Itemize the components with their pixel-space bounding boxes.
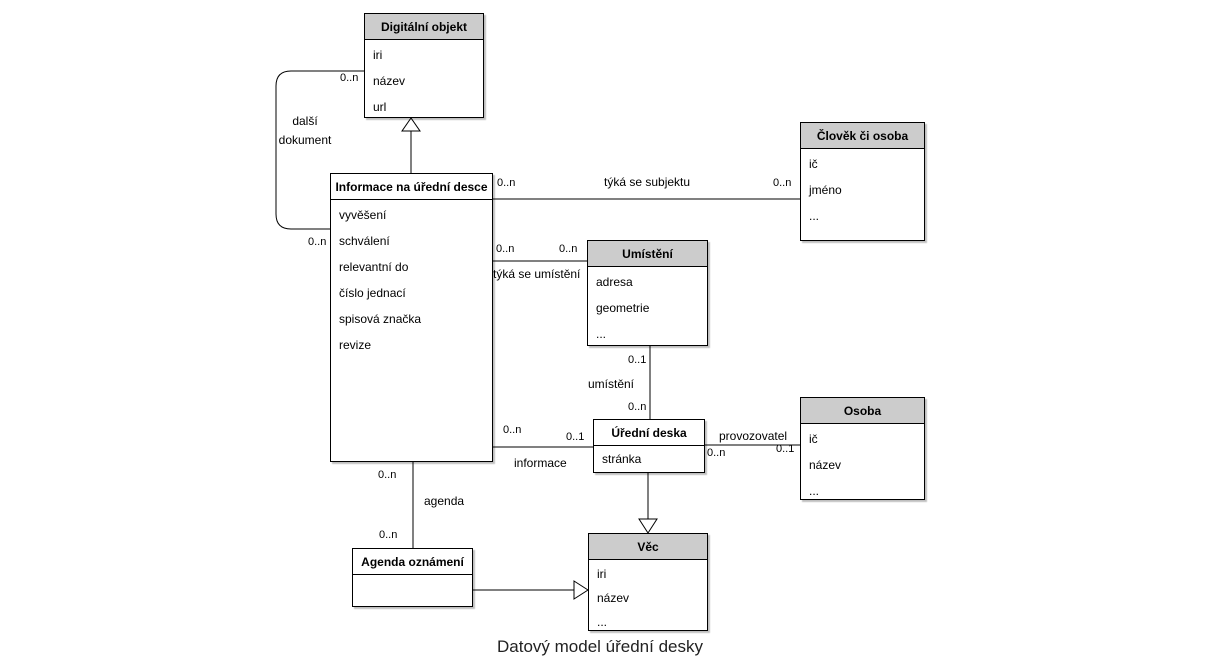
class-title: Informace na úřední desce (331, 174, 492, 200)
class-uredni-deska: Úřední deska stránka (593, 419, 705, 473)
class-umisteni: Umístění adresa geometrie ... (587, 240, 708, 346)
association-label-tyka-se-umisteni: týká se umístění (493, 267, 581, 281)
class-attribute: vyvěšení (339, 208, 387, 222)
class-attribute: stránka (602, 452, 642, 466)
association-label-line: dokument (278, 133, 332, 147)
class-attribute: název (373, 74, 406, 88)
class-attribute: název (809, 458, 842, 472)
class-informace-na-uredni-desce: Informace na úřední desce vyvěšení schvá… (330, 173, 493, 462)
class-title: Úřední deska (594, 420, 704, 446)
class-title: Věc (589, 534, 707, 560)
class-title: Osoba (801, 398, 924, 424)
class-agenda-oznameni: Agenda oznámení (352, 548, 473, 607)
multiplicity: 0..n (340, 72, 359, 84)
multiplicity: 0..n (378, 469, 397, 481)
multiplicity: 0..n (503, 424, 522, 436)
class-attribute: ič (809, 432, 818, 446)
class-clovek-ci-osoba: Člověk či osoba ič jméno ... (800, 122, 925, 241)
class-attribute: jméno (809, 183, 842, 197)
class-attribute: ... (809, 209, 820, 223)
class-attribute: revize (339, 338, 372, 352)
class-attribute: ič (809, 157, 818, 171)
class-attribute: url (373, 100, 387, 114)
class-attribute: číslo jednací (339, 286, 406, 300)
multiplicity: 0..n (773, 177, 792, 189)
class-attribute: ... (597, 615, 608, 629)
class-title: Umístění (588, 241, 707, 267)
class-title: Digitální objekt (365, 14, 483, 40)
association-dalsi-dokument (275, 70, 364, 230)
association-label-line: další (292, 114, 318, 128)
generalization-arrow-icon (638, 518, 658, 534)
class-title: Člověk či osoba (801, 123, 924, 149)
class-digitalni-objekt: Digitální objekt iri název url (364, 13, 484, 118)
class-attribute: iri (597, 567, 607, 581)
multiplicity: 0..n (559, 243, 578, 255)
association-label-dalsi-dokument: další dokument (272, 112, 338, 150)
class-attribute: adresa (596, 275, 633, 289)
association-label-umisteni: umístění (588, 377, 635, 391)
class-osoba: Osoba ič název ... (800, 397, 925, 500)
multiplicity: 0..1 (776, 443, 795, 455)
association-label-agenda: agenda (424, 494, 465, 508)
class-vec: Věc iri název ... (588, 533, 708, 631)
multiplicity: 0..n (308, 236, 327, 248)
association-label-informace: informace (514, 456, 567, 470)
multiplicity: 0..1 (628, 354, 647, 366)
generalization-arrow-icon (573, 580, 589, 600)
class-attribute: název (597, 591, 630, 605)
class-attribute: iri (373, 48, 383, 62)
generalization-arrow-icon (401, 117, 421, 132)
multiplicity: 0..n (628, 401, 647, 413)
class-attribute: relevantní do (339, 260, 409, 274)
class-attribute: spisová značka (339, 312, 422, 326)
class-attribute: ... (809, 484, 820, 498)
empty-attribute-section (353, 575, 472, 577)
association-label-tyka-se-subjektu: týká se subjektu (604, 175, 691, 189)
multiplicity: 0..n (379, 529, 398, 541)
class-attribute: schválení (339, 234, 390, 248)
association-label-provozovatel: provozovatel (719, 429, 788, 443)
class-attribute: ... (596, 327, 607, 341)
diagram-caption: Datový model úřední desky (497, 637, 703, 656)
class-attribute: geometrie (596, 301, 650, 315)
multiplicity: 0..n (707, 447, 726, 459)
class-title: Agenda oznámení (353, 549, 472, 575)
multiplicity: 0..n (497, 177, 516, 189)
multiplicity: 0..n (496, 243, 515, 255)
multiplicity: 0..1 (566, 431, 585, 443)
